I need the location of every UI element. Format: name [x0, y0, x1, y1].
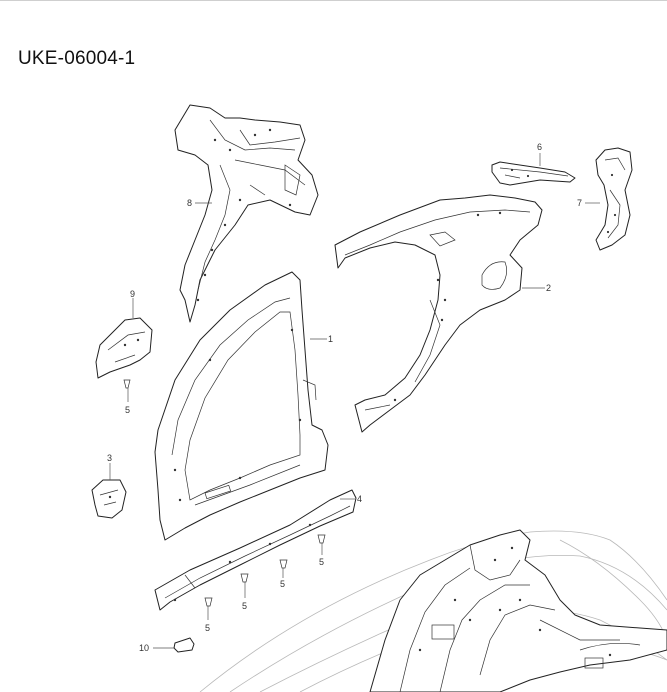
part-10-clip [173, 637, 195, 653]
part-4-side-sill [154, 489, 357, 611]
part-8-wheelhouse-inner [174, 104, 319, 323]
callout-10: 10 [139, 643, 149, 653]
callout-7: 7 [577, 198, 582, 208]
part-6-bracket [491, 161, 576, 186]
callout-5a: 5 [125, 405, 130, 415]
callout-1: 1 [328, 334, 333, 344]
part-1-body-side-frame [154, 271, 329, 541]
callout-5c: 5 [242, 601, 247, 611]
part-9-bracket [95, 317, 153, 379]
callout-2: 2 [546, 283, 551, 293]
callout-labels: 1 2 3 4 5 5 5 5 5 6 7 8 9 10 [107, 142, 582, 653]
callout-9: 9 [130, 289, 135, 299]
callout-4: 4 [357, 494, 362, 504]
part-2-quarter-panel [334, 194, 543, 433]
callout-5d: 5 [280, 579, 285, 589]
callout-8: 8 [187, 198, 192, 208]
rear-inner-structure [369, 529, 667, 692]
diagram-id-title: UKE-06004-1 [18, 48, 136, 69]
part-7-reinforcement [595, 147, 633, 251]
part-3-bracket [91, 479, 127, 519]
callout-5b: 5 [205, 623, 210, 633]
callout-3: 3 [107, 453, 112, 463]
top-divider [0, 0, 667, 1]
callout-6: 6 [537, 142, 542, 152]
callout-5e: 5 [319, 557, 324, 567]
callout-leaders [109, 153, 600, 649]
